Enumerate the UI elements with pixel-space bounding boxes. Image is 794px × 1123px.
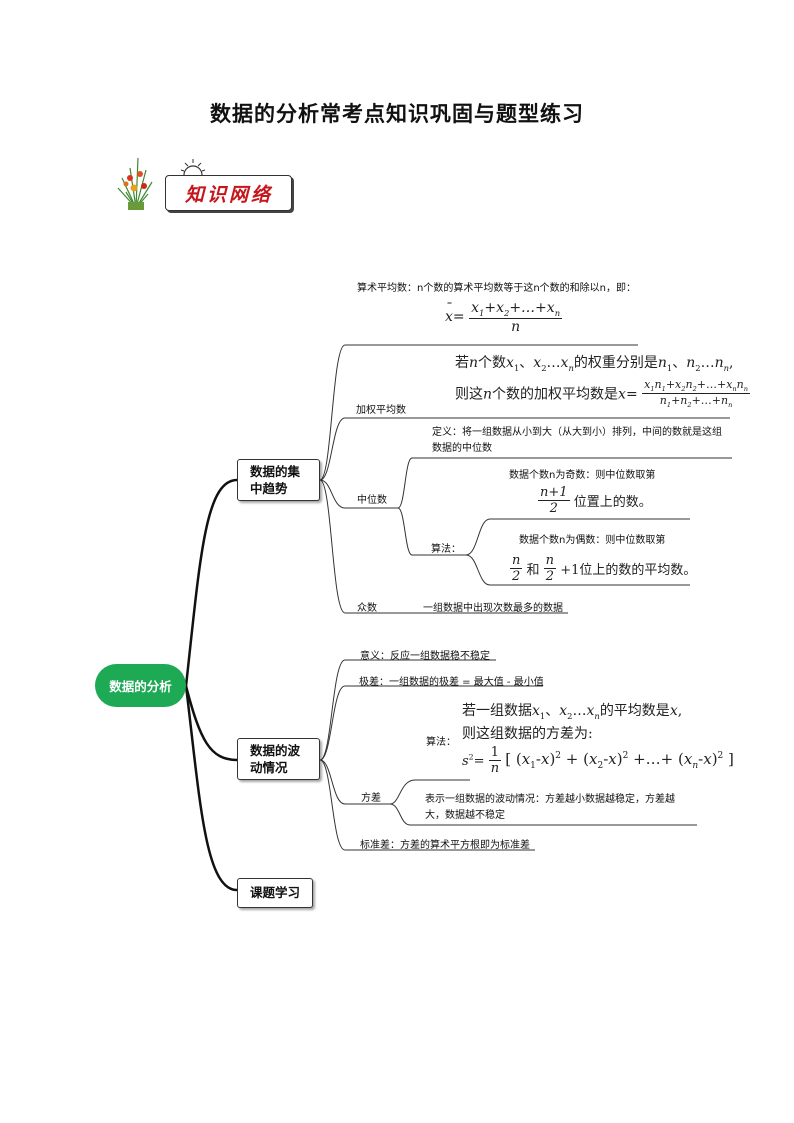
branch-project-study: 课题学习 xyxy=(237,878,313,908)
variance-line2: 则这组数据的方差为: xyxy=(462,726,593,742)
mean-formula: ¯x= x1+x2+…+xn n xyxy=(445,300,563,335)
median-algorithm-label: 算法： xyxy=(431,544,461,555)
median-label: 中位数 xyxy=(357,495,387,506)
mindmap-root: 数据的分析 xyxy=(95,664,186,707)
range-text: 极差：一组数据的极差 = 最大值 - 最小值 xyxy=(359,677,544,688)
meaning-text: 意义：反应一组数据稳不稳定 xyxy=(360,651,490,662)
section-header: 知识网络 xyxy=(184,184,273,206)
mode-text: 一组数据中出现次数最多的数据 xyxy=(423,603,563,614)
section-header-box xyxy=(165,175,292,211)
std-text: 标准差：方差的算术平方根即为标准差 xyxy=(360,840,530,851)
sun-icon xyxy=(180,159,206,176)
mean-text: 算术平均数：n个数的算术平均数等于这n个数的和除以n，即： xyxy=(357,283,637,294)
median-definition: 定义：将一组数据从小到大（从大到小）排列，中间的数就是这组数据的中位数 xyxy=(432,427,722,454)
plant-icon xyxy=(117,157,153,210)
branch-central-tendency: 数据的集 中趋势 xyxy=(237,459,320,501)
median-odd-text: 数据个数n为奇数：则中位数取第 xyxy=(509,470,656,481)
page-title: 数据的分析常考点知识巩固与题型练习 xyxy=(210,101,584,126)
variance-algorithm-label: 算法： xyxy=(426,737,456,748)
weighted-label: 加权平均数 xyxy=(356,405,406,416)
mode-label: 众数 xyxy=(357,603,377,614)
weighted-line1: 若n个数x1、x2…xn的权重分别是n1、n2…nn, xyxy=(455,355,734,373)
variance-line1: 若一组数据x1、x2…xn的平均数是x, xyxy=(462,703,683,721)
variance-description: 表示一组数据的波动情况：方差越小数据越稳定，方差越大，数据越不稳定 xyxy=(425,794,675,821)
median-even-text: 数据个数n为偶数：则中位数取第 xyxy=(519,535,666,546)
variance-label: 方差 xyxy=(361,793,381,804)
weighted-line2: 则这n个数的加权平均数是x= x1n1+x2n2+…+xnnn n1+n2+…+… xyxy=(455,378,750,410)
branch-dispersion: 数据的波 动情况 xyxy=(237,738,320,780)
